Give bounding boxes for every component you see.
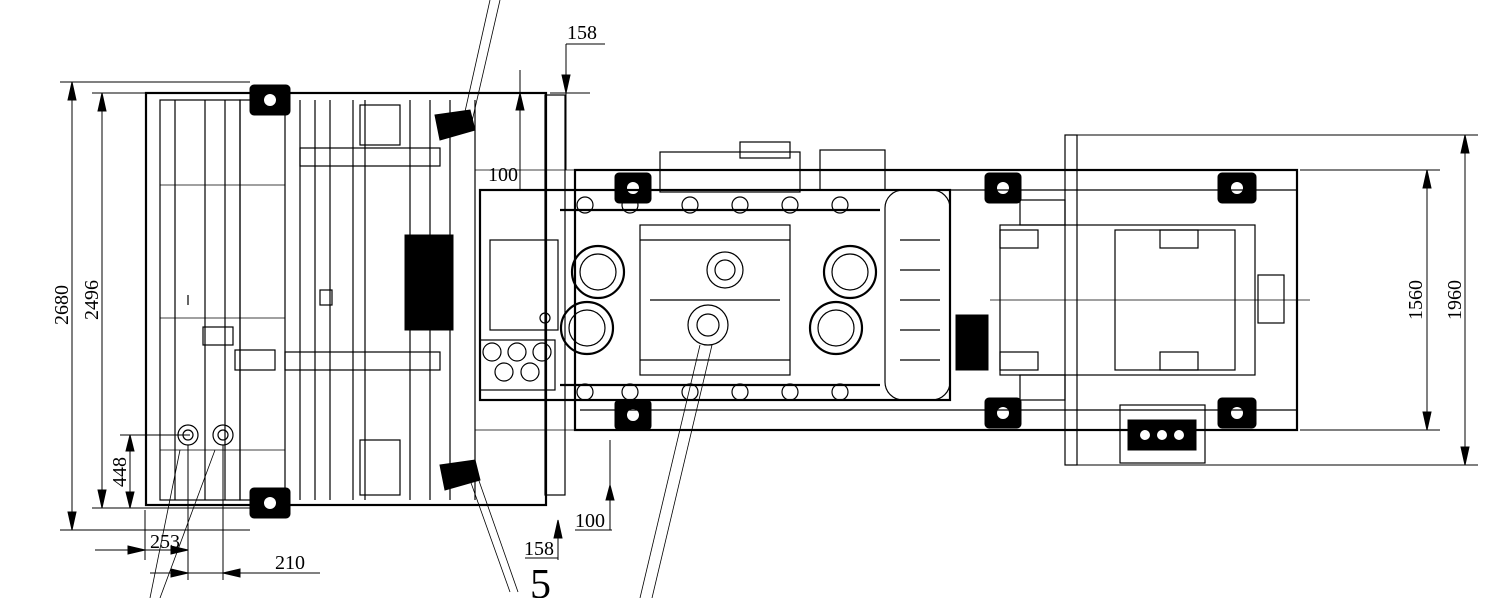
- dim-1960: 1960: [1444, 280, 1466, 320]
- dim-448: 448: [109, 457, 131, 487]
- dim-2496: 2496: [81, 280, 103, 320]
- dim-253: 253: [150, 531, 180, 553]
- dim-100-bottom: 100: [575, 510, 605, 532]
- dim-210: 210: [275, 552, 305, 574]
- left-radiator-frame: [144, 91, 620, 507]
- dim-1560: 1560: [1405, 280, 1427, 320]
- dim-100-top: 100: [488, 164, 518, 186]
- dim-bottom-left: [95, 445, 320, 580]
- lifting-lugs: [249, 84, 1257, 519]
- dim-clearance: [515, 43, 615, 560]
- callout-5: 5: [530, 562, 551, 598]
- dim-2680: 2680: [51, 285, 73, 325]
- dim-right: [1070, 134, 1478, 466]
- dim-158-top: 158: [567, 22, 597, 44]
- dim-158-bottom: 158: [524, 538, 554, 560]
- engine-block: [478, 141, 989, 402]
- dim-left: [60, 81, 250, 531]
